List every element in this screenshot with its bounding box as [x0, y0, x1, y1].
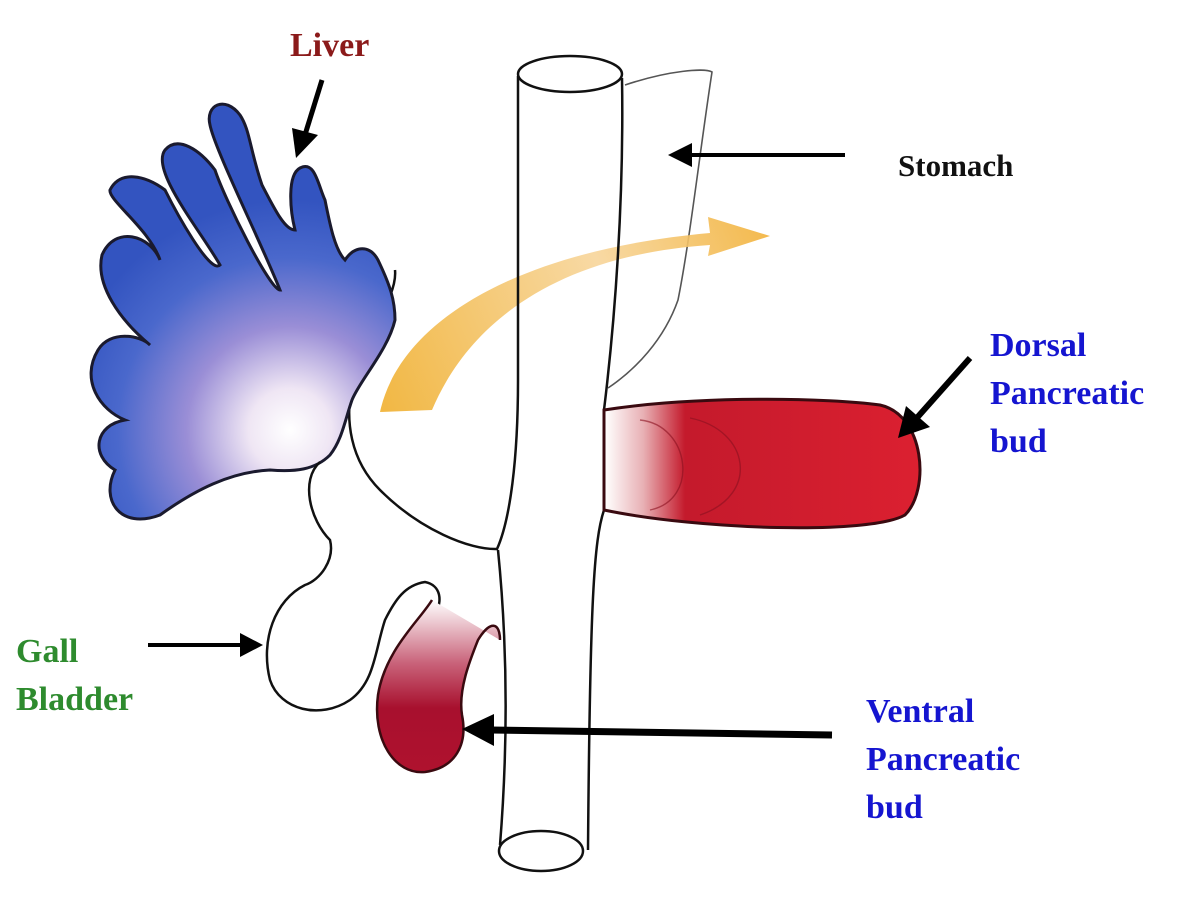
ventral-label-line-2: Pancreatic [866, 741, 1021, 778]
ventral-bud-arrow [462, 714, 833, 746]
dorsal-label-line-3: bud [990, 423, 1047, 460]
dorsal-bud-arrow [898, 356, 973, 438]
dorsal-label-line-1: Dorsal [990, 327, 1087, 364]
gut-tube [347, 76, 624, 851]
stomach-label: Stomach [898, 142, 1013, 190]
stomach-arrow [668, 143, 845, 167]
gall-bladder-label: Gall Bladder [16, 628, 133, 724]
liver-label-text: Liver [290, 27, 370, 64]
stomach-outline [607, 69, 713, 389]
ventral-pancreatic-bud-label: Ventral Pancreatic bud [866, 688, 1020, 832]
dorsal-pancreatic-bud-label: Dorsal Pancreatic bud [990, 322, 1144, 466]
dorsal-label-line-2: Pancreatic [990, 375, 1145, 412]
rotation-arrow [380, 217, 770, 412]
dorsal-pancreatic-bud [602, 397, 922, 530]
ventral-label-line-1: Ventral [866, 693, 975, 730]
liver-label: Liver [290, 22, 369, 70]
gall-bladder [265, 461, 441, 712]
ventral-pancreatic-bud [375, 599, 502, 774]
gut-top-opening [516, 54, 624, 94]
ventral-label-line-3: bud [866, 789, 923, 826]
dorsal-bud-inner-fold [639, 417, 741, 516]
gut-bottom-opening [497, 829, 585, 873]
liver [89, 102, 397, 521]
stomach-label-text: Stomach [898, 148, 1014, 183]
gall-bladder-arrow [148, 633, 263, 657]
gall-label-line-2: Bladder [16, 681, 134, 718]
liver-arrow [292, 79, 325, 158]
gall-label-line-1: Gall [16, 633, 79, 670]
